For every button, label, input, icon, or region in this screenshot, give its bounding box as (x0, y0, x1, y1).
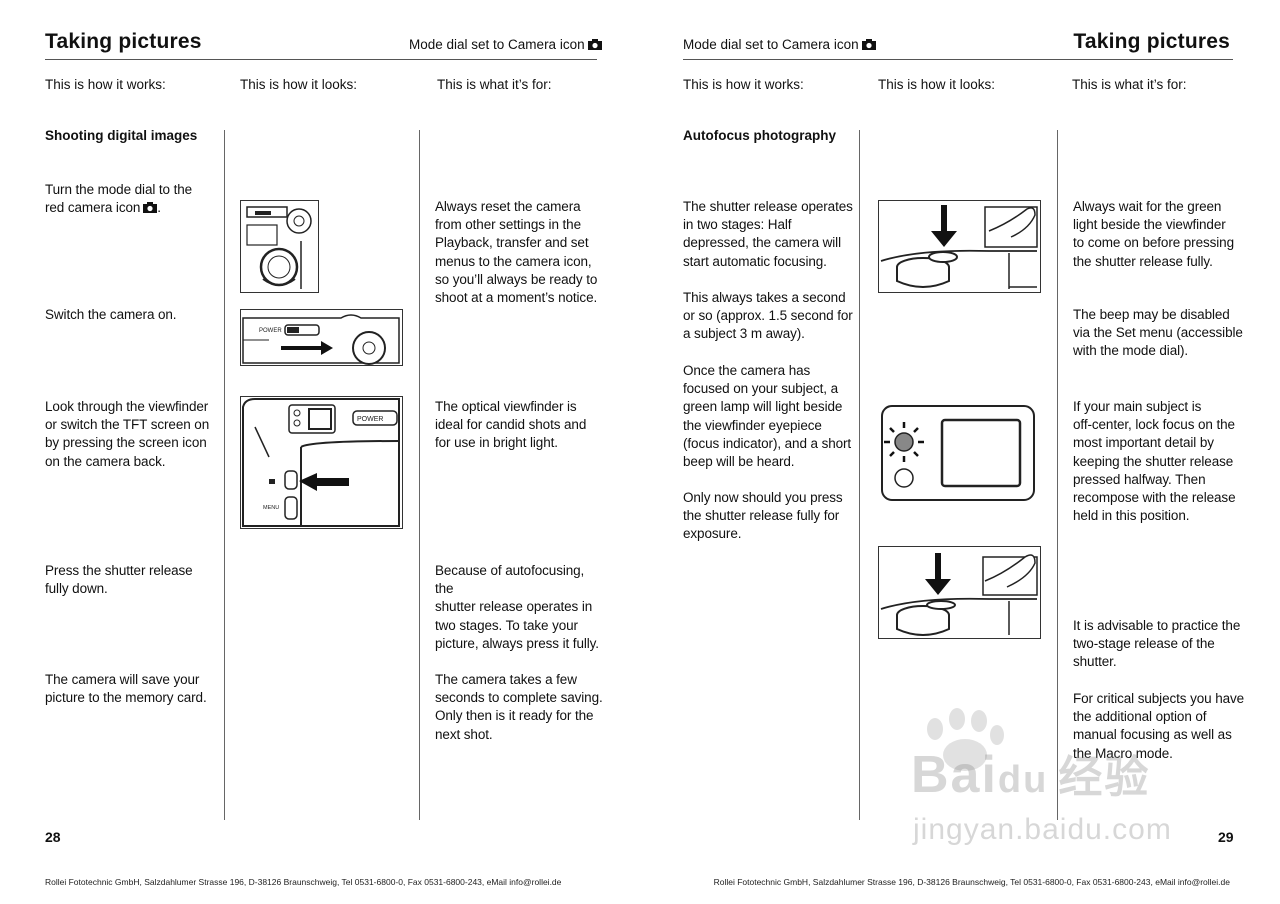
mode-dial-illustration (240, 200, 319, 293)
left-note-1: Always reset the camera from other setti… (435, 199, 598, 306)
left-col-header-looks: This is how it looks: (240, 77, 358, 92)
right-col-header-looks: This is how it looks: (878, 77, 996, 92)
right-note-2: The beep may be disabled via the Set men… (1073, 307, 1243, 359)
left-col-header-for: This is what it’s for: (437, 77, 552, 92)
right-section-heading: Autofocus photography (683, 128, 836, 143)
power-label: POWER (259, 328, 282, 334)
right-mode-label: Mode dial set to Camera icon (683, 37, 876, 52)
right-footer: Rollei Fototechnic GmbH, Salzdahlumer St… (713, 877, 1230, 887)
left-note-3: Because of autofocusing, the shutter rel… (435, 563, 599, 651)
right-note-3: If your main subject is off-center, lock… (1073, 399, 1236, 524)
left-header-rule (45, 59, 597, 60)
camera-icon (587, 39, 602, 50)
left-step-2: Switch the camera on. (45, 307, 177, 322)
watermark-url: jingyan.baidu.com (913, 813, 1172, 846)
right-page-title: Taking pictures (1073, 30, 1230, 53)
right-column-divider-2 (1057, 130, 1058, 820)
left-column-divider-1 (224, 130, 225, 820)
left-step-3: Look through the viewfinder or switch th… (45, 399, 210, 469)
right-page-number: 29 (1218, 829, 1234, 845)
left-page-number: 28 (45, 829, 61, 845)
right-body-2: This always takes a second or so (approx… (683, 290, 853, 342)
right-header-rule (683, 59, 1233, 60)
left-col-header-works: This is how it works: (45, 77, 166, 92)
left-footer: Rollei Fototechnic GmbH, Salzdahlumer St… (45, 877, 562, 887)
left-step-5: The camera will save your picture to the… (45, 672, 207, 706)
right-col-header-works: This is how it works: (683, 77, 804, 92)
power-switch-illustration: POWER (240, 309, 403, 366)
left-note-2: The optical viewfinder is ideal for cand… (435, 399, 587, 451)
left-section-heading: Shooting digital images (45, 128, 198, 143)
viewfinder-illustration: POWER MENU (240, 396, 403, 529)
right-note-4: It is advisable to practice the two-stag… (1073, 618, 1241, 670)
menu-label: MENU (263, 505, 279, 511)
camera-icon (143, 202, 158, 214)
right-body-1: The shutter release operates in two stag… (683, 199, 853, 269)
right-body-3: Once the camera has focused on your subj… (683, 363, 852, 470)
paw-icon (927, 708, 1004, 771)
left-page-title: Taking pictures (45, 30, 202, 53)
right-note-5: For critical subjects you have the addit… (1073, 691, 1245, 761)
left-step-1: Turn the mode dial to the red camera ico… (45, 182, 193, 216)
right-body-4: Only now should you press the shutter re… (683, 490, 843, 542)
left-note-4: The camera takes a few seconds to comple… (435, 672, 603, 742)
right-col-header-for: This is what it’s for: (1072, 77, 1187, 92)
power-label: POWER (357, 416, 383, 423)
half-press-shutter-illustration (878, 200, 1041, 293)
right-column-divider-1 (859, 130, 860, 820)
right-note-1: Always wait for the green light beside t… (1073, 199, 1234, 269)
left-column-divider-2 (419, 130, 420, 820)
left-mode-label: Mode dial set to Camera icon (409, 37, 602, 52)
focus-indicator-illustration (878, 402, 1039, 504)
left-step-4: Press the shutter release fully down. (45, 563, 193, 597)
full-press-shutter-illustration (878, 546, 1041, 639)
camera-icon (861, 39, 876, 50)
